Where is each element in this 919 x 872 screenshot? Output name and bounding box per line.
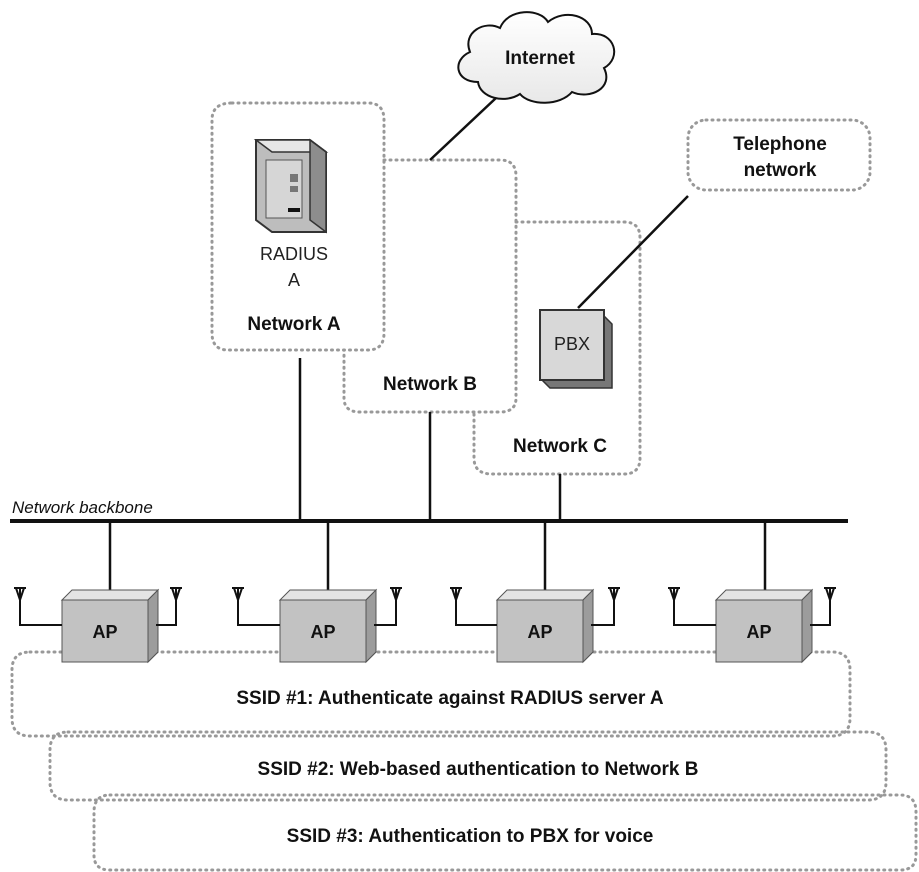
network-c-label: Network C [513,436,607,457]
telephone-pbx-link [577,195,689,309]
ap-label: AP [92,622,117,642]
telephone-network-region [686,118,872,192]
ap-label: AP [310,622,335,642]
ssid2-label: SSID #2: Web-based authentication to Net… [258,759,699,780]
ssid2-band [48,730,888,802]
access-point-3 [495,588,595,664]
internet-label: Internet [505,48,575,69]
antenna-icon [232,587,402,626]
pbx-label: PBX [554,334,590,354]
ssid3-label: SSID #3: Authentication to PBX for voice [287,826,654,847]
network-b-region [342,158,518,414]
pbx-box [539,309,613,389]
internet-link [429,97,497,161]
network-a-region [210,101,386,352]
ap-label: AP [527,622,552,642]
ssid1-label: SSID #1: Authenticate against RADIUS ser… [236,688,664,709]
antenna-icon [668,587,836,626]
backbone-label: Network backbone [12,498,153,517]
antenna-icon [450,587,620,626]
network-a-label: Network A [247,314,341,335]
ssid1-band [10,650,852,738]
access-point-1 [60,588,160,664]
network-b-label: Network B [383,374,477,395]
ap-label: AP [746,622,771,642]
telephone-network-label: network [744,160,817,181]
network-c-region [472,220,642,476]
antenna-icon [14,587,182,626]
internet-cloud [457,11,615,104]
telephone-network-label: Telephone [733,134,827,155]
access-point-2 [278,588,378,664]
radius-label: A [288,270,300,290]
access-point-4 [714,588,814,664]
radius-server-icon [253,138,329,234]
radius-label: RADIUS [260,244,328,264]
